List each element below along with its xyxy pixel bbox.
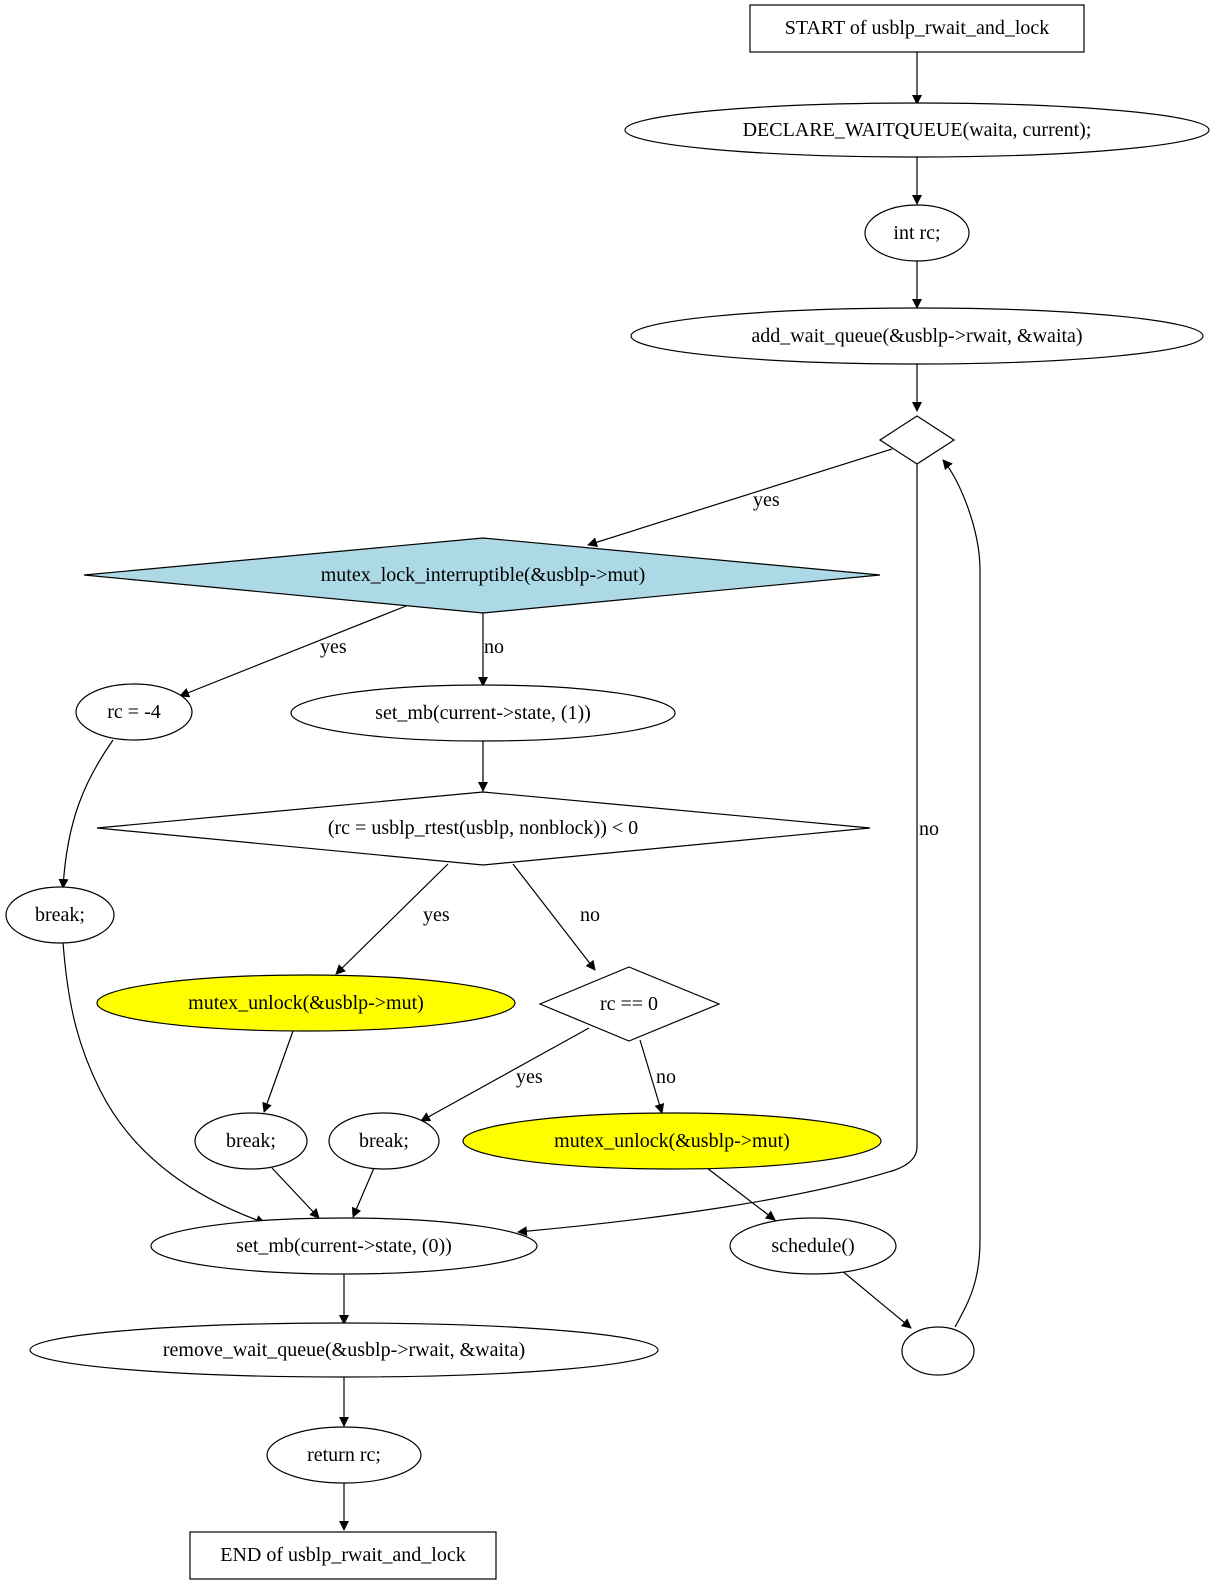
node-rc-neg4: rc = -4 [75, 683, 193, 741]
node-break-right: break; [328, 1112, 440, 1170]
node-mutex-lock-interruptible: mutex_lock_interruptible(&usblp->mut) [83, 537, 881, 614]
node-int-rc: int rc; [864, 204, 970, 262]
label-loop-yes: yes [753, 489, 780, 511]
svg-text:schedule(): schedule() [771, 1235, 854, 1257]
label-lock-yes: yes [320, 636, 347, 658]
svg-text:return rc;: return rc; [307, 1444, 381, 1466]
svg-text:set_mb(current->state, (0)): set_mb(current->state, (0)) [236, 1235, 452, 1257]
node-set-mb-0: set_mb(current->state, (0)) [150, 1217, 538, 1275]
svg-text:break;: break; [35, 904, 85, 926]
label-rc0-yes: yes [516, 1066, 543, 1088]
edge-loop-no-setmb0 [517, 463, 918, 1237]
node-return-rc: return rc; [266, 1426, 422, 1484]
node-schedule: schedule() [729, 1217, 897, 1275]
svg-text:mutex_unlock(&usblp->mut): mutex_unlock(&usblp->mut) [188, 992, 424, 1014]
label-loop-no: no [919, 818, 939, 840]
node-mutex-unlock-1: mutex_unlock(&usblp->mut) [96, 974, 516, 1032]
node-break-left: break; [5, 886, 115, 944]
node-add-wait-queue: add_wait_queue(&usblp->rwait, &waita) [630, 307, 1204, 365]
label-rtest-no: no [580, 904, 600, 926]
node-join [901, 1326, 975, 1376]
svg-text:(rc = usblp_rtest(usblp, nonbl: (rc = usblp_rtest(usblp, nonblock)) < 0 [328, 817, 638, 839]
svg-text:break;: break; [359, 1130, 409, 1152]
label-rc0-no: no [656, 1066, 676, 1088]
node-end: END of usblp_rwait_and_lock [189, 1531, 497, 1580]
svg-text:set_mb(current->state, (1)): set_mb(current->state, (1)) [375, 702, 591, 724]
edge-unlock2-schedule [706, 1167, 776, 1221]
svg-text:add_wait_queue(&usblp->rwait,: add_wait_queue(&usblp->rwait, &waita) [751, 325, 1082, 347]
svg-text:mutex_lock_interruptible(&usbl: mutex_lock_interruptible(&usblp->mut) [321, 564, 646, 586]
node-set-mb-1: set_mb(current->state, (1)) [290, 684, 676, 742]
svg-text:mutex_unlock(&usblp->mut): mutex_unlock(&usblp->mut) [554, 1130, 790, 1152]
node-declare-waitqueue: DECLARE_WAITQUEUE(waita, current); [624, 102, 1210, 158]
edge-unlock1-breakmid [262, 1030, 294, 1113]
node-remove-wait-queue: remove_wait_queue(&usblp->rwait, &waita) [29, 1322, 659, 1378]
edge-breakright-setmb0 [351, 1167, 375, 1218]
svg-text:remove_wait_queue(&usblp->rwai: remove_wait_queue(&usblp->rwait, &waita) [163, 1339, 525, 1361]
edge-labels: yes no yes no yes no yes no [320, 489, 939, 1088]
node-rc-eq-0-decision: rc == 0 [538, 966, 721, 1042]
edge-rc0-unlock2 [639, 1039, 665, 1114]
node-usblp-rtest-decision: (rc = usblp_rtest(usblp, nonblock)) < 0 [96, 791, 871, 866]
edge-rtest-unlock1 [335, 863, 449, 975]
svg-text:rc = -4: rc = -4 [107, 701, 160, 723]
edge-rc0-breakright [420, 1027, 590, 1122]
edge-schedule-join [840, 1269, 912, 1329]
edge-breakleft-setmb0 [62, 941, 266, 1225]
label-rtest-yes: yes [423, 904, 450, 926]
svg-text:END of usblp_rwait_and_lock: END of usblp_rwait_and_lock [220, 1544, 466, 1566]
node-break-mid: break; [194, 1112, 308, 1170]
svg-text:int rc;: int rc; [893, 222, 940, 244]
edge-join-loop [942, 459, 981, 1328]
edge-rcneg4-breakleft [58, 739, 114, 889]
node-mutex-unlock-2: mutex_unlock(&usblp->mut) [462, 1112, 882, 1170]
svg-text:DECLARE_WAITQUEUE(waita, curre: DECLARE_WAITQUEUE(waita, current); [743, 119, 1092, 141]
svg-text:START of usblp_rwait_and_lock: START of usblp_rwait_and_lock [785, 17, 1050, 39]
edge-rtest-rc0 [512, 863, 596, 971]
svg-text:rc == 0: rc == 0 [600, 993, 658, 1015]
edges [58, 52, 981, 1531]
edge-mutexlock-rcneg4 [179, 605, 407, 698]
edge-breakmid-setmb0 [271, 1167, 320, 1219]
node-start: START of usblp_rwait_and_lock [749, 4, 1085, 53]
edge-loop-mutexlock [587, 448, 893, 548]
node-loop-decision [878, 415, 956, 465]
svg-text:break;: break; [226, 1130, 276, 1152]
label-lock-no: no [484, 636, 504, 658]
